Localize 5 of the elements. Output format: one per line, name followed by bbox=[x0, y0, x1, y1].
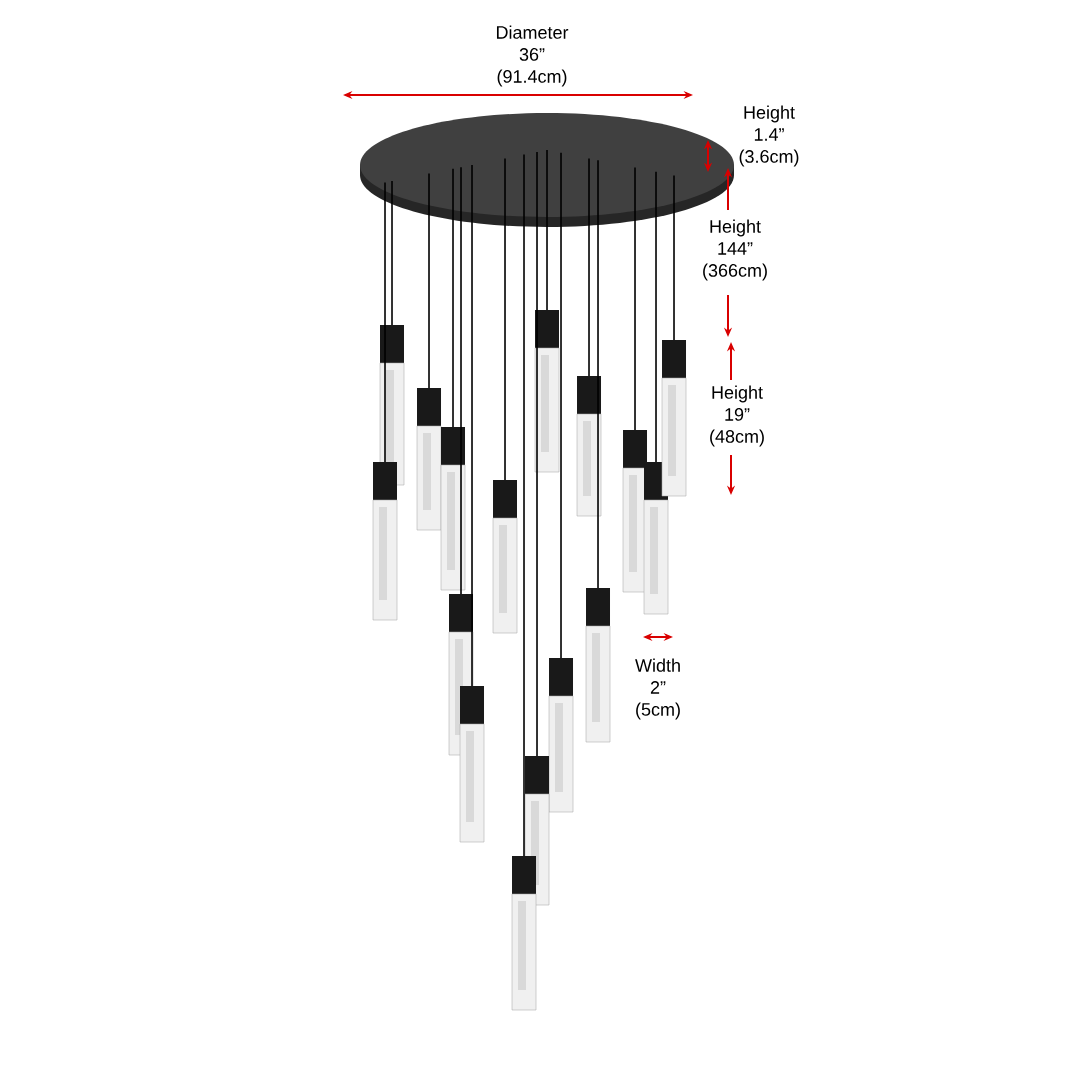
dimension-label: Height 144” (366cm) bbox=[703, 219, 767, 281]
dimension-label: Diameter 36” (91.4cm) bbox=[497, 25, 569, 87]
dimension-label: Height 1.4” (3.6cm) bbox=[739, 105, 799, 167]
dimension-label: Height 19” (48cm) bbox=[710, 385, 764, 447]
dimension-label: Width 2” (5cm) bbox=[635, 658, 680, 720]
